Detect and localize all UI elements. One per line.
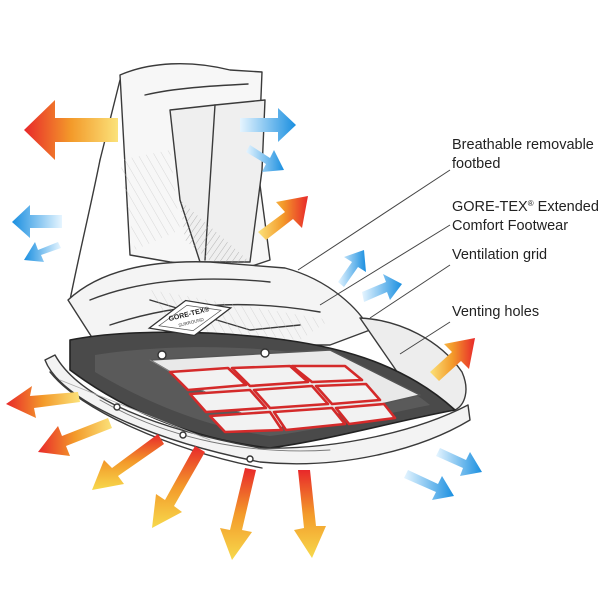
label-footbed-line2: footbed	[452, 155, 594, 174]
goretex-extended: Extended	[534, 199, 599, 215]
arrow-inflow-icon	[436, 448, 482, 476]
arrow-outflow-icon	[38, 418, 112, 456]
label-footbed: Breathable removable footbed	[452, 136, 594, 174]
leader-footbed	[298, 170, 450, 270]
arrow-inflow-icon	[404, 470, 454, 500]
arrow-outflow-icon	[152, 446, 205, 528]
arrow-outflow-icon	[258, 196, 308, 240]
label-footbed-line1: Breathable removable	[452, 136, 594, 155]
arrow-inflow-icon	[12, 205, 62, 238]
leader-goretex	[320, 225, 450, 305]
arrow-outflow-icon	[220, 468, 256, 560]
label-goretex: GORE-TEX® Extended Comfort Footwear	[452, 194, 599, 236]
arrow-inflow-icon	[338, 250, 366, 287]
goretex-brand: GORE-TEX	[452, 199, 528, 215]
label-goretex-line2: Comfort Footwear	[452, 217, 599, 236]
arrow-inflow-icon	[24, 242, 61, 262]
label-venting-holes: Venting holes	[452, 303, 539, 322]
label-goretex-line1: GORE-TEX® Extended	[452, 194, 599, 217]
arrow-outflow-icon	[294, 470, 326, 558]
arrow-outflow-icon	[24, 100, 118, 160]
label-ventilation-grid: Ventilation grid	[452, 246, 547, 265]
arrow-outflow-icon	[92, 434, 164, 490]
arrow-inflow-icon	[362, 274, 402, 302]
